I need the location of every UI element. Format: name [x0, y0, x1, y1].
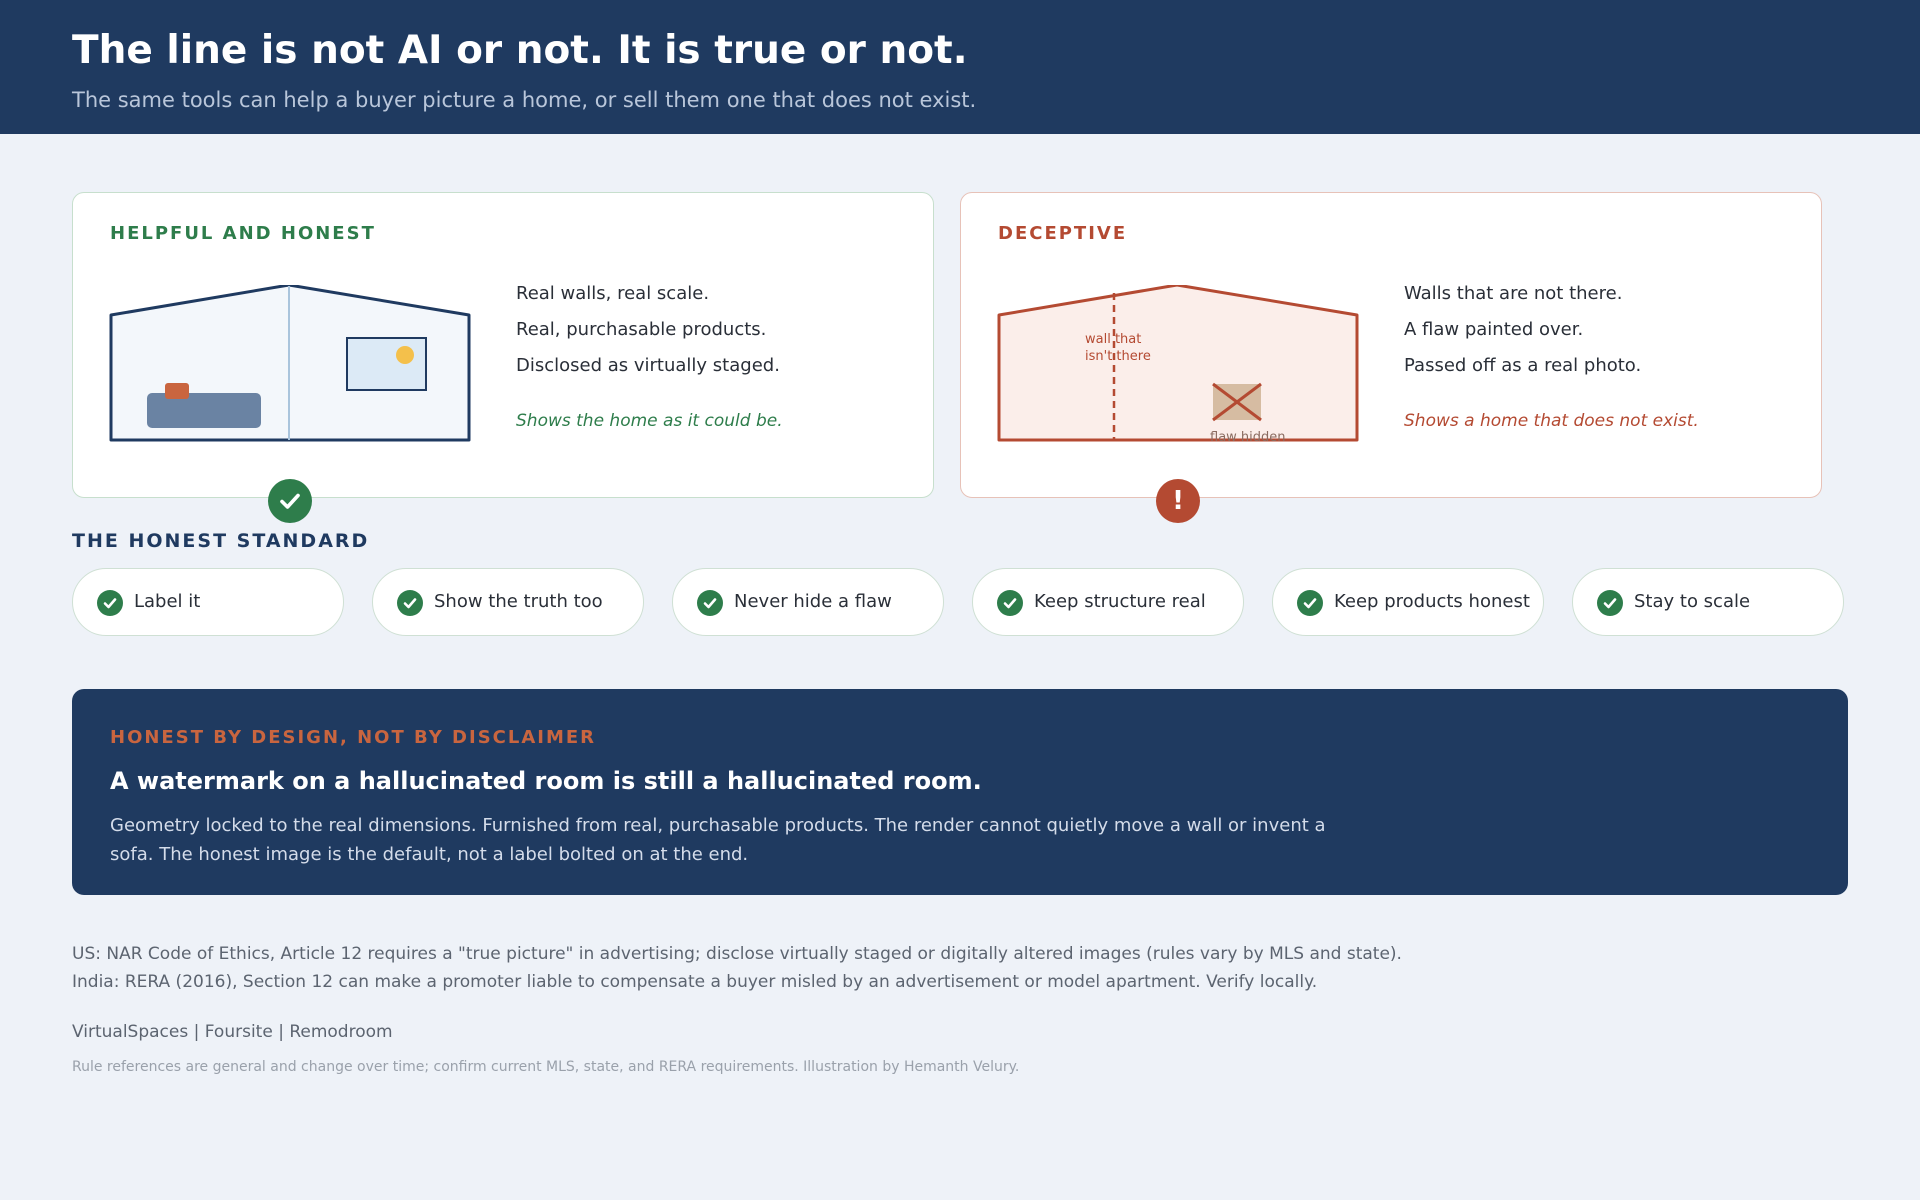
- deceptive-points: Walls that are not there. A flaw painted…: [1404, 283, 1641, 391]
- deceptive-house-illustration: wall that isn't there flaw hidden: [997, 285, 1359, 445]
- deceptive-point: A flaw painted over.: [1404, 319, 1584, 340]
- note-us: US: NAR Code of Ethics, Article 12 requi…: [72, 944, 1402, 964]
- honest-points: Real walls, real scale. Real, purchasabl…: [516, 283, 780, 391]
- standard-label: Stay to scale: [1634, 591, 1751, 612]
- fake-wall-label: isn't there: [1085, 349, 1151, 364]
- card-kicker: DECEPTIVE: [998, 223, 1128, 244]
- flaw-label: flaw hidden: [1210, 430, 1286, 445]
- card-kicker: HELPFUL AND HONEST: [110, 223, 376, 244]
- standard-label: Label it: [134, 591, 201, 612]
- honest-house-illustration: [109, 285, 471, 442]
- legal-notes: US: NAR Code of Ethics, Article 12 requi…: [72, 940, 1402, 996]
- standard-pill: Keep structure real: [972, 568, 1244, 636]
- check-icon: [397, 590, 423, 616]
- sofa-shape: [147, 393, 261, 428]
- cushion-shape: [165, 383, 189, 399]
- deceptive-point: Walls that are not there.: [1404, 283, 1623, 304]
- check-icon: [1597, 590, 1623, 616]
- window-shape: [346, 337, 427, 391]
- warning-icon: !: [1156, 479, 1200, 523]
- standard-label: Keep products honest: [1334, 591, 1530, 612]
- standard-pill: Label it: [72, 568, 344, 636]
- standard-label: Show the truth too: [434, 591, 603, 612]
- honest-point: Disclosed as virtually staged.: [516, 355, 780, 376]
- standard-label: Keep structure real: [1034, 591, 1206, 612]
- banner-kicker: HONEST BY DESIGN, NOT BY DISCLAIMER: [110, 727, 597, 748]
- check-icon: [1297, 590, 1323, 616]
- standard-label: Never hide a flaw: [734, 591, 892, 612]
- note-india: India: RERA (2016), Section 12 can make …: [72, 972, 1318, 992]
- honest-point: Real walls, real scale.: [516, 283, 710, 304]
- helpful-honest-card: HELPFUL AND HONEST Real walls, real scal…: [72, 192, 934, 498]
- banner-headline: A watermark on a hallucinated room is st…: [110, 767, 982, 795]
- deceptive-caption: Shows a home that does not exist.: [1404, 411, 1699, 431]
- design-banner: HONEST BY DESIGN, NOT BY DISCLAIMER A wa…: [72, 689, 1848, 895]
- standard-pill: Keep products honest: [1272, 568, 1544, 636]
- check-icon: [97, 590, 123, 616]
- check-icon: [268, 479, 312, 523]
- standard-pill: Show the truth too: [372, 568, 644, 636]
- standard-pill: Never hide a flaw: [672, 568, 944, 636]
- banner-body: Geometry locked to the real dimensions. …: [110, 815, 1326, 865]
- check-icon: [997, 590, 1023, 616]
- check-icon: [697, 590, 723, 616]
- page-title: The line is not AI or not. It is true or…: [72, 28, 968, 73]
- standard-pill: Stay to scale: [1572, 568, 1844, 636]
- header-band: The line is not AI or not. It is true or…: [0, 0, 1920, 134]
- fake-wall-label: wall that: [1085, 332, 1141, 347]
- brand-list: VirtualSpaces | Foursite | Remodroom: [72, 1022, 393, 1042]
- honest-caption: Shows the home as it could be.: [516, 411, 783, 431]
- honest-point: Real, purchasable products.: [516, 319, 767, 340]
- standard-heading: THE HONEST STANDARD: [72, 530, 370, 552]
- deceptive-card: DECEPTIVE wall that isn't there flaw hid…: [960, 192, 1822, 498]
- sun-shape: [396, 346, 414, 364]
- fine-print: Rule references are general and change o…: [72, 1059, 1020, 1075]
- page-subtitle: The same tools can help a buyer picture …: [72, 88, 977, 112]
- deceptive-point: Passed off as a real photo.: [1404, 355, 1642, 376]
